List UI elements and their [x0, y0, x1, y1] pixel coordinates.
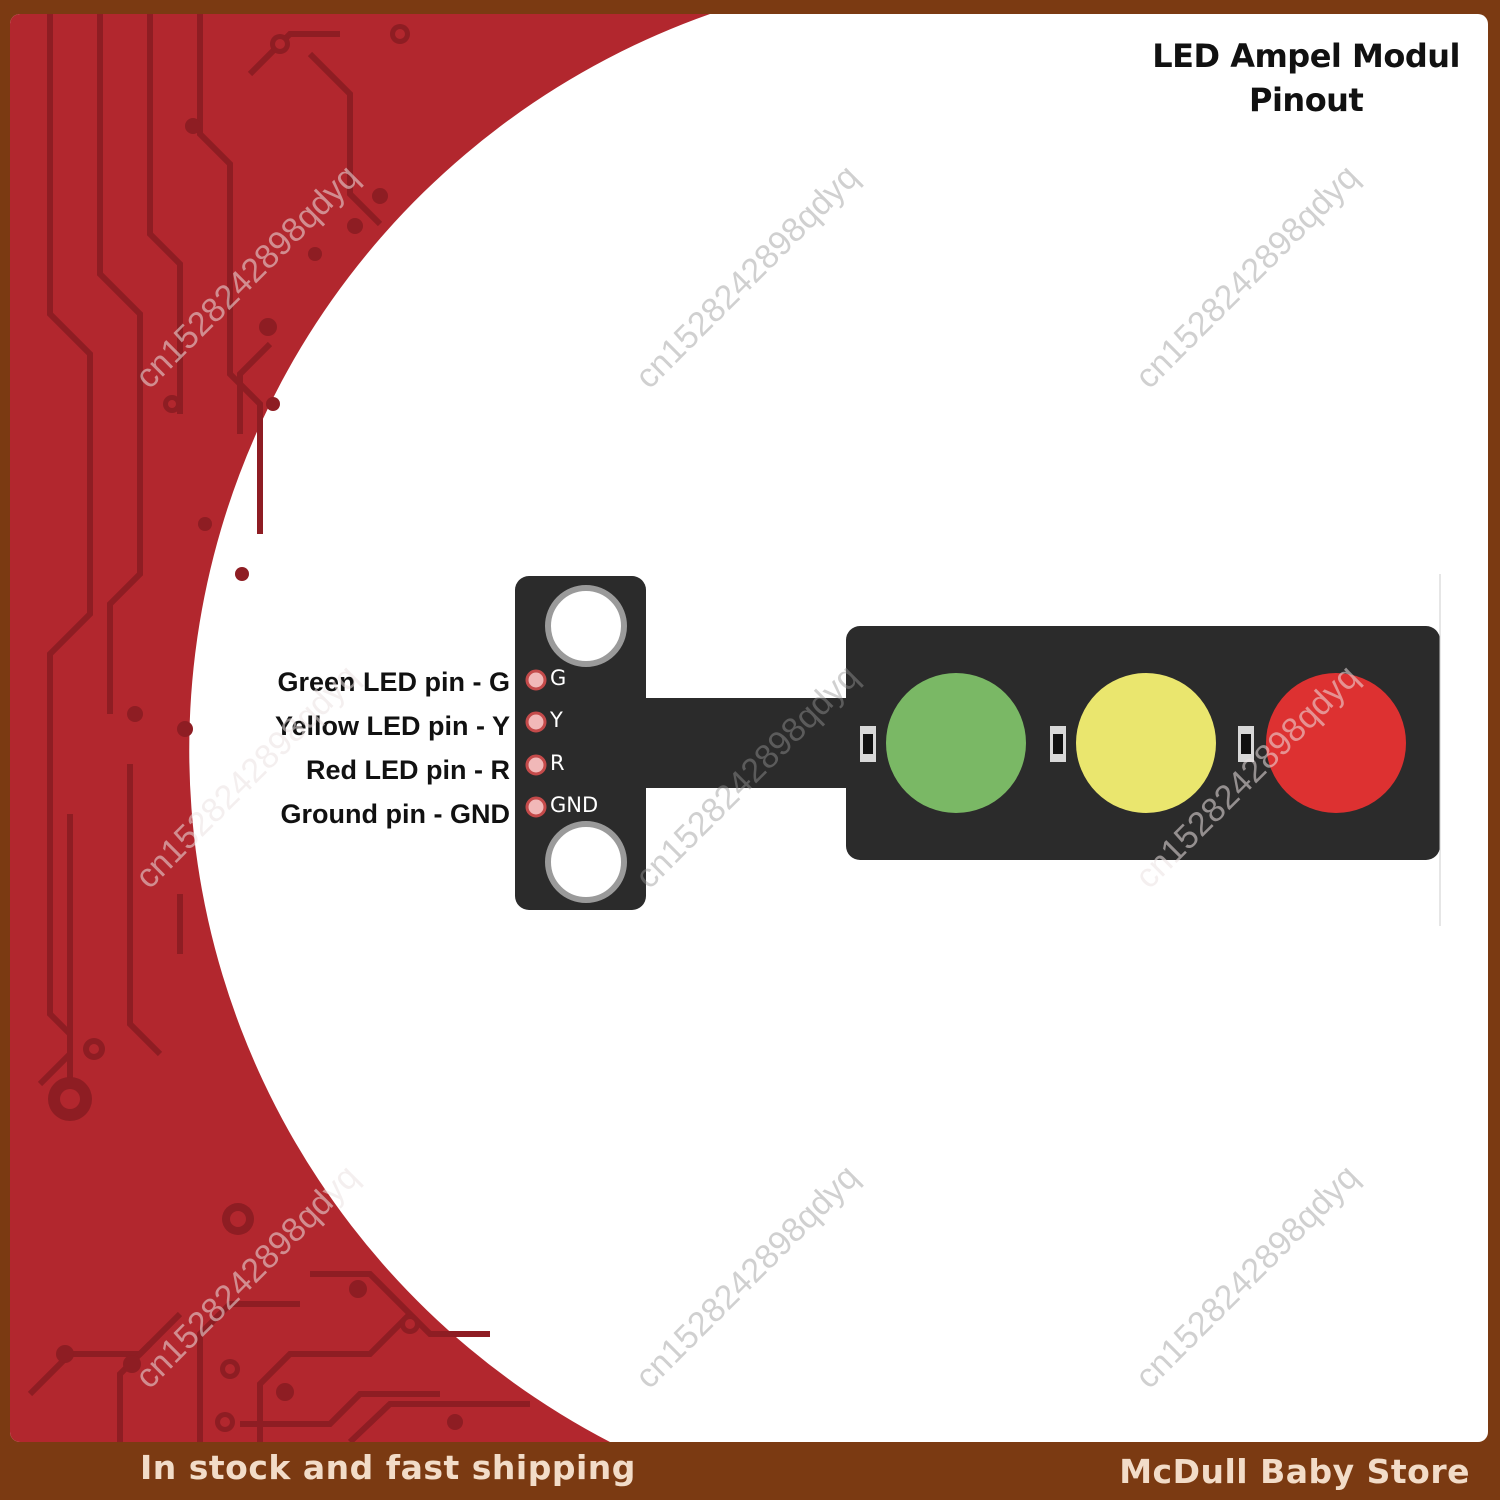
pin-pad-r — [525, 754, 547, 776]
footer-store-name: McDull Baby Store — [1119, 1452, 1470, 1491]
yellow-led — [1076, 673, 1216, 813]
page-title: LED Ampel Modul Pinout — [1152, 34, 1460, 122]
pin-pad-y — [525, 711, 547, 733]
circuit-background — [10, 14, 1488, 1442]
pin-label-green: Green LED pin - G — [277, 667, 510, 697]
pin-pad-gnd — [525, 796, 547, 818]
footer-bar: In stock and fast shipping McDull Baby S… — [0, 1442, 1500, 1500]
title-line-1: LED Ampel Modul — [1152, 37, 1460, 75]
green-led — [886, 673, 1026, 813]
circuit-pads — [48, 24, 463, 1432]
pin-code-r: R — [550, 751, 565, 775]
pin-code-g: G — [550, 666, 567, 690]
mounting-hole-top — [545, 585, 627, 667]
product-panel: LED Ampel Modul Pinout Green LED pin - G… — [10, 14, 1488, 1442]
red-background — [10, 14, 710, 1442]
pin-code-y: Y — [550, 708, 563, 732]
mounting-hole-bottom — [545, 821, 627, 903]
pin-code-gnd: GND — [550, 793, 599, 817]
led-module-board — [515, 574, 1441, 926]
pin-label-yellow: Yellow LED pin - Y — [274, 711, 510, 741]
footer-shipping-text: In stock and fast shipping — [140, 1448, 636, 1487]
circuit-traces — [27, 14, 530, 1442]
pin-pad-g — [525, 669, 547, 691]
pin-label-ground: Ground pin - GND — [280, 799, 510, 829]
title-line-2: Pinout — [1248, 81, 1364, 119]
pin-label-red: Red LED pin - R — [306, 755, 510, 785]
pin-label-list: Green LED pin - G Yellow LED pin - Y Red… — [210, 660, 510, 836]
red-led — [1266, 673, 1406, 813]
